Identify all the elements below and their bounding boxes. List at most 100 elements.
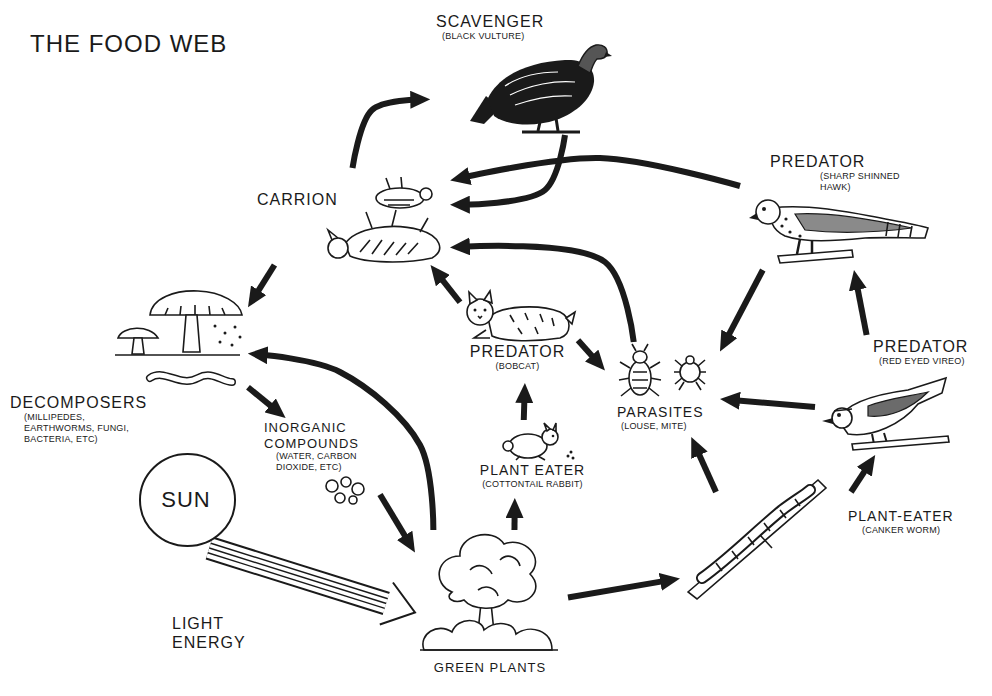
- food-arrow: [732, 400, 815, 407]
- connector-group: [208, 100, 869, 625]
- vulture-drawing: [470, 45, 612, 132]
- dead-mammal-head: [328, 238, 348, 258]
- node-label: PLANT-EATER: [848, 508, 973, 525]
- node-sublabel: (CANKER WORM): [862, 525, 973, 536]
- hawk-legs: [797, 239, 812, 254]
- node-label: GREEN PLANTS: [415, 660, 565, 676]
- bubble: [335, 493, 345, 503]
- diagram-title: THE FOOD WEB: [30, 30, 227, 59]
- ground-line: [115, 354, 240, 356]
- mushroom-gills: [165, 305, 225, 315]
- worm-outline: [702, 490, 810, 578]
- food-web-node: PARASITES(LOUSE, MITE): [605, 342, 720, 437]
- bobcat-spots: [510, 313, 554, 334]
- bushes: [423, 621, 552, 651]
- small-mushroom-cap: [118, 328, 158, 338]
- small-mushroom-stem: [132, 338, 144, 354]
- mite-head: [686, 356, 694, 364]
- node-text-group: PREDATOR(SHARP SHINNED HAWK): [770, 152, 920, 193]
- bubble: [352, 483, 364, 495]
- node-sublabel: (RED EYED VIREO): [879, 356, 983, 367]
- spore-dot: [214, 325, 217, 328]
- vireo-head: [832, 408, 852, 428]
- node-label: PREDATOR: [770, 152, 920, 171]
- arrow-path: [254, 265, 274, 297]
- beam-head: [380, 583, 415, 625]
- food-arrow: [380, 495, 409, 543]
- food-web-node: PREDATOR(SHARP SHINNED HAWK): [740, 150, 930, 270]
- spore-dot: [219, 341, 222, 344]
- arrow-path: [260, 355, 434, 530]
- vulture-legs: [538, 118, 558, 131]
- dead-mammal-legs: [366, 210, 428, 232]
- bubble: [349, 496, 357, 504]
- rabbit-dropping: [567, 455, 570, 458]
- arrow-path: [732, 400, 815, 407]
- vireo-branch: [852, 436, 949, 450]
- node-sublabel: (BOBCAT): [460, 361, 575, 372]
- hawk-drawing: [749, 200, 928, 263]
- earthworm-outline: [150, 375, 232, 382]
- spore-dot: [239, 336, 242, 339]
- node-sublabel: (LOUSE, MITE): [621, 421, 717, 432]
- food-arrow: [438, 274, 460, 302]
- hawk-wing: [795, 214, 912, 233]
- ground-line: [420, 649, 558, 651]
- dead-mammal-body: [345, 226, 440, 261]
- food-arrow: [514, 510, 515, 530]
- arrow-path: [568, 580, 668, 597]
- node-sublabel: (MILLIPEDES, EARTHWORMS, FUNGI, BACTERIA…: [24, 412, 144, 444]
- food-web-node: CARRION: [255, 168, 450, 265]
- arrow-path: [380, 495, 409, 543]
- node-label: PARASITES: [617, 404, 717, 421]
- rabbit-eye: [552, 435, 555, 438]
- node-text-group: PREDATOR(RED EYED VIREO): [873, 337, 983, 367]
- arrow-path: [462, 246, 634, 342]
- worm-fill: [702, 490, 810, 578]
- hawk-beak: [749, 213, 758, 220]
- food-web-node: PREDATOR(BOBCAT): [460, 288, 578, 383]
- food-arrow: [726, 270, 763, 341]
- hawk-body: [771, 207, 928, 241]
- node-text-group: PREDATOR(BOBCAT): [460, 342, 575, 372]
- arrow-path: [696, 448, 716, 492]
- food-arrow: [462, 246, 634, 342]
- vulture-feathers: [505, 72, 575, 105]
- arrow-path: [726, 270, 763, 341]
- node-text-group: PLANT EATER(COTTONTAIL RABBIT): [470, 462, 595, 490]
- bobcat-eye: [484, 309, 487, 312]
- hawk-spot: [798, 234, 801, 237]
- food-arrow: [523, 395, 525, 420]
- node-text-group: DECOMPOSERS(MILLIPEDES, EARTHWORMS, FUNG…: [10, 393, 160, 445]
- hawk-spot: [788, 230, 791, 233]
- mushroom-cap: [150, 291, 242, 315]
- rabbit-dropping: [570, 451, 573, 454]
- node-text-group: SUN: [138, 487, 234, 513]
- dead-bird-head: [420, 188, 432, 200]
- parasites-drawing: [619, 344, 706, 396]
- vireo-wing: [868, 392, 928, 416]
- beam-outline: [209, 548, 386, 604]
- food-web-node: GREEN PLANTS: [415, 530, 568, 680]
- carrion-drawing: [328, 177, 440, 262]
- rabbit-ears: [544, 423, 556, 431]
- arrow-path: [856, 282, 866, 335]
- bobcat-ears: [469, 291, 492, 304]
- arrow-path: [353, 100, 419, 168]
- food-arrow: [578, 340, 597, 361]
- food-arrow: [568, 580, 668, 597]
- bobcat-drawing: [467, 291, 575, 341]
- node-text-group: INORGANIC COMPOUNDS(WATER, CARBON DIOXID…: [264, 420, 364, 473]
- hawk-spot: [784, 217, 787, 220]
- louse-legs: [619, 344, 661, 396]
- food-arrow: [353, 100, 419, 168]
- hawk-spot: [780, 224, 783, 227]
- inorganic-bubbles: [326, 477, 364, 504]
- twig: [688, 480, 826, 599]
- annotation-label: LIGHT ENERGY: [172, 614, 282, 652]
- vulture-head: [578, 45, 607, 73]
- beam-stripe: [211, 543, 388, 599]
- node-text-group: PLANT-EATER(CANKER WORM): [848, 508, 973, 536]
- vulture-perch: [522, 131, 580, 134]
- node-label: CARRION: [257, 190, 357, 209]
